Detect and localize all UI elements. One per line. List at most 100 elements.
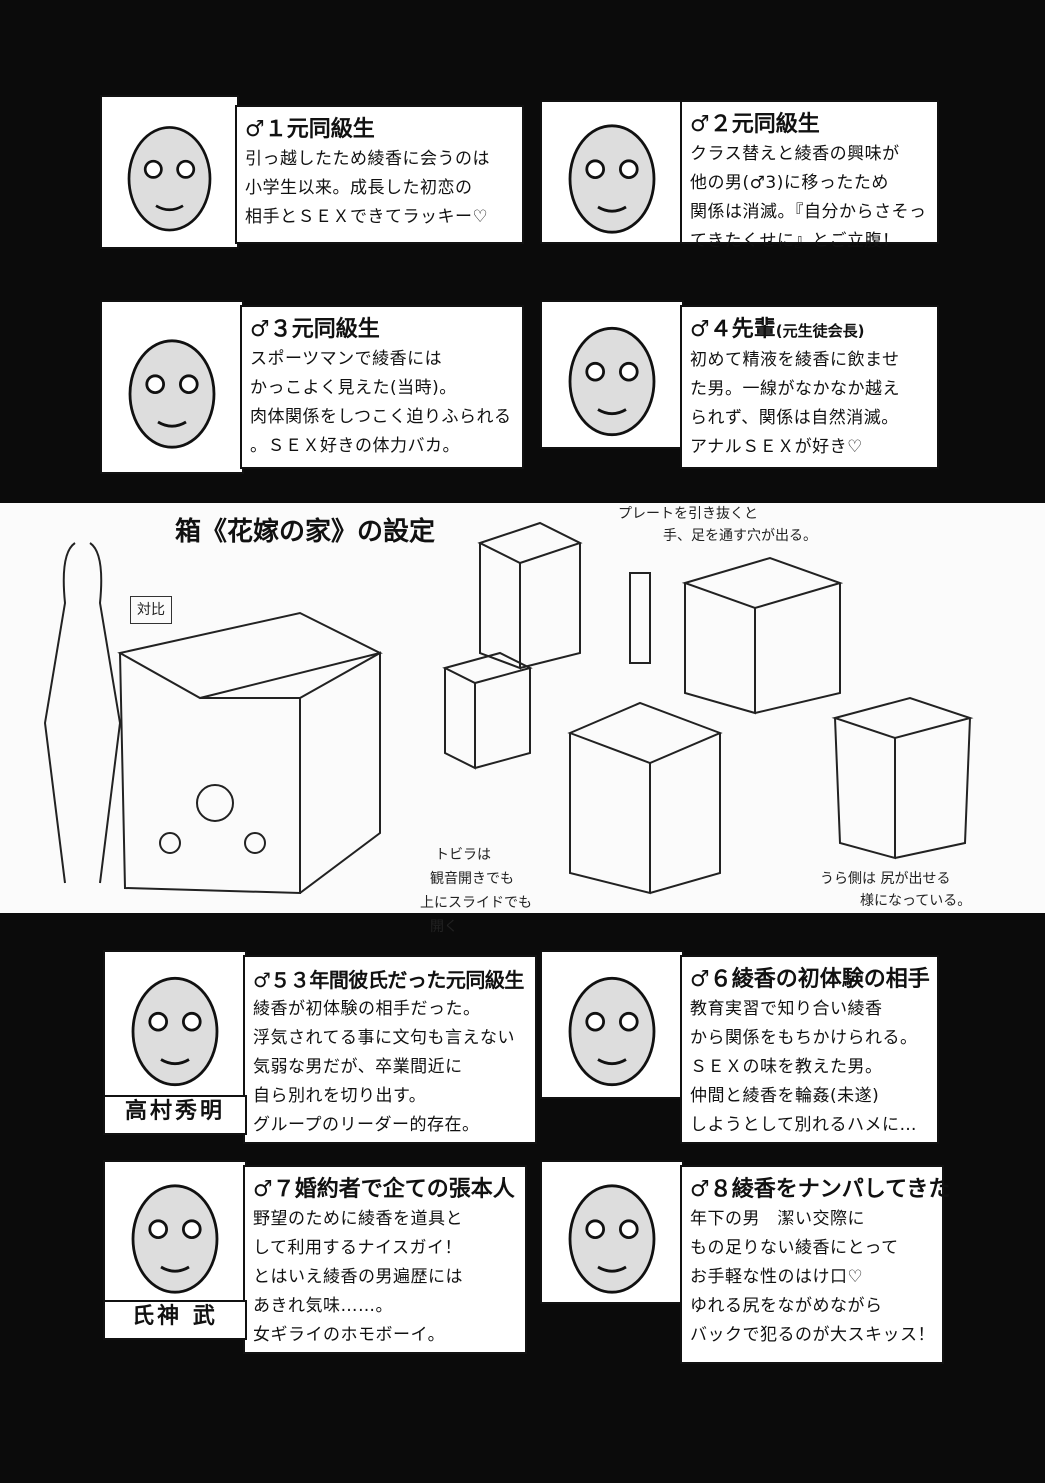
description-line: グループのリーダー的存在。	[253, 1115, 480, 1135]
box-back-sketch	[831, 696, 974, 860]
description-line: 肉体関係をしつこく迫りふられる	[250, 407, 512, 427]
box-plate-sketch	[681, 556, 844, 715]
description-line: 浮気されてる事に文句も言えない	[253, 1028, 515, 1048]
card-text: ♂３元同級生スポーツマンで綾香にはかっこよく見えた(当時)。肉体関係をしつこく迫…	[250, 315, 511, 461]
card-text: ♂５３年間彼氏だった元同級生綾香が初体験の相手だった。浮気されてる事に文句も言え…	[253, 965, 524, 1140]
description-line: もの足りない綾香にとって	[690, 1238, 899, 1258]
description-line: てきたくせに』とご立腹！	[690, 231, 900, 251]
character-card-3: ♂３元同級生スポーツマンで綾香にはかっこよく見えた(当時)。肉体関係をしつこく迫…	[240, 305, 524, 469]
character-name-label: 氏神 武	[103, 1300, 247, 1340]
box-small-sketch	[442, 651, 533, 770]
character-portrait	[540, 300, 684, 449]
note-line: 様になっている。	[860, 893, 972, 909]
description-line: 綾香が初体験の相手だった。	[253, 999, 481, 1019]
character-title: ♂３元同級生	[250, 315, 511, 345]
description-line: 年下の男 潔い交際に	[690, 1209, 865, 1229]
description-line: とはいえ綾香の男遍歴には	[253, 1267, 463, 1287]
face-illustration	[568, 124, 656, 234]
description-line: アナルＳＥＸが好き♡	[690, 437, 863, 457]
character-title-text: ♂６綾香の初体験の相手	[690, 967, 930, 992]
face-illustration	[568, 1184, 656, 1294]
character-title: ♂２元同級生	[690, 110, 927, 140]
note-line: 観音開きでも	[430, 871, 514, 887]
description-line: 。ＳＥＸ好きの体力バカ。	[250, 436, 460, 456]
description-line: スポーツマンで綾香には	[250, 349, 443, 369]
card-text: ♂４先輩(元生徒会長) 初めて精液を綾香に飲ませた男。一線がなかなか越えられず、関…	[690, 315, 900, 462]
description-line: 小学生以来。成長した初恋の	[245, 178, 473, 198]
character-card-8: ♂８綾香をナンパしてきた年下の男 潔い交際にもの足りない綾香にとってお手軽な性の…	[680, 1165, 950, 1364]
character-title: ♂４先輩(元生徒会長)	[690, 315, 900, 346]
face-illustration	[131, 1184, 219, 1294]
character-card-7: ♂７婚約者で企ての張本人野望のために綾香を道具として利用するナイスガイ！ とはいえ…	[243, 1165, 527, 1354]
character-title: ♂７婚約者で企ての張本人	[253, 1175, 515, 1205]
note-line: 手、足を通す穴が出る。	[663, 528, 817, 544]
character-title-text: ♂５３年間彼氏だった元同級生	[253, 968, 524, 992]
character-title-text: ♂８綾香をナンパしてきた	[690, 1177, 951, 1202]
character-portrait	[540, 100, 684, 244]
character-title-sub: (元生徒会長)	[775, 322, 865, 340]
note-door: トビラは 観音開きでも 上にスライドでも 開く	[420, 843, 532, 939]
description-line: 引っ越したため綾香に会うのは	[245, 149, 490, 169]
note-back: うら側は 尻が出せる 様になっている。	[820, 868, 971, 912]
description-line: 女ギライのホモボーイ。	[253, 1325, 446, 1345]
character-portrait	[103, 950, 247, 1099]
character-title-text: ♂７婚約者で企ての張本人	[253, 1177, 515, 1202]
description-line: 関係は消滅。『自分からさそっ	[690, 202, 927, 222]
character-title: ♂６綾香の初体験の相手	[690, 965, 930, 995]
character-name-label: 高村秀明	[103, 1095, 247, 1135]
face-illustration	[127, 126, 212, 232]
description-line: ゆれる尻をながめながら	[690, 1296, 883, 1316]
description-line: 野望のために綾香を道具と	[253, 1209, 463, 1229]
box-settings-section: 箱《花嫁の家》の設定 対比 プレートを引き抜くと 手、足を通す穴が出る。 トビラ…	[0, 503, 1045, 935]
description-line: して利用するナイスガイ！	[253, 1238, 462, 1258]
description-line: かっこよく見えた(当時)。	[250, 378, 457, 398]
face-illustration	[128, 339, 216, 449]
character-title: ♂１元同級生	[245, 115, 490, 145]
card-text: ♂６綾香の初体験の相手教育実習で知り合い綾香から関係をもちかけられる。 ＳＥＸの味…	[690, 965, 930, 1140]
character-portrait	[540, 1160, 684, 1304]
character-title: ♂５３年間彼氏だった元同級生	[253, 965, 524, 995]
note-line: プレートを引き抜くと	[618, 506, 758, 522]
character-title: ♂８綾香をナンパしてきた	[690, 1175, 950, 1205]
description-line: 初めて精液を綾香に飲ませ	[690, 350, 900, 370]
description-line: しようとして別れるハメに…	[690, 1115, 917, 1135]
character-card-1: ♂１元同級生引っ越したため綾香に会うのは小学生以来。成長した初恋の相手とＳＥＸで…	[235, 105, 524, 244]
note-line: 開く	[430, 919, 458, 935]
box-sketches	[43, 521, 974, 895]
character-title-text: ♂１元同級生	[245, 117, 375, 142]
note-line: 上にスライドでも	[420, 895, 532, 911]
compare-label: 対比	[130, 596, 172, 624]
character-portrait	[100, 300, 244, 474]
face-illustration	[568, 976, 656, 1087]
description-line: られず、関係は自然消滅。	[690, 408, 899, 428]
description-line: 相手とＳＥＸできてラッキー♡	[245, 207, 489, 227]
note-line: トビラは	[435, 847, 491, 863]
note-line: うら側は 尻が出せる	[820, 871, 951, 887]
card-text: ♂７婚約者で企ての張本人野望のために綾香を道具として利用するナイスガイ！ とはいえ…	[253, 1175, 515, 1350]
description-line: クラス替えと綾香の興味が	[690, 144, 900, 164]
description-line: た男。一線がなかなか越え	[690, 379, 900, 399]
character-portrait	[103, 1160, 247, 1304]
character-card-4: ♂４先輩(元生徒会長) 初めて精液を綾香に飲ませた男。一線がなかなか越えられず、関…	[680, 305, 939, 469]
card-text: ♂２元同級生クラス替えと綾香の興味が他の男(♂3)に移ったため関係は消滅。『自分…	[690, 110, 927, 256]
card-text: ♂８綾香をナンパしてきた年下の男 潔い交際にもの足りない綾香にとってお手軽な性の…	[690, 1175, 950, 1350]
description-line: 自ら別れを切り出す。	[253, 1086, 427, 1106]
face-illustration	[131, 976, 219, 1087]
description-line: ＳＥＸの味を教えた男。	[690, 1057, 883, 1077]
character-card-6: ♂６綾香の初体験の相手教育実習で知り合い綾香から関係をもちかけられる。 ＳＥＸの味…	[680, 955, 939, 1144]
box-leg-sketch	[567, 572, 723, 895]
character-title-text: ♂３元同級生	[250, 317, 380, 342]
character-title-text: ♂２元同級生	[690, 112, 820, 137]
note-plate: プレートを引き抜くと 手、足を通す穴が出る。	[618, 503, 817, 547]
description-line: お手軽な性のはけ口♡	[690, 1267, 864, 1287]
card-text: ♂１元同級生引っ越したため綾香に会うのは小学生以来。成長した初恋の相手とＳＥＸで…	[245, 115, 490, 232]
description-line: 教育実習で知り合い綾香	[690, 999, 883, 1019]
character-title-text: ♂４先輩	[690, 317, 776, 342]
face-illustration	[568, 326, 656, 437]
description-line: 仲間と綾香を輪姦(未遂)	[690, 1086, 880, 1106]
character-card-5: ♂５３年間彼氏だった元同級生綾香が初体験の相手だった。浮気されてる事に文句も言え…	[243, 955, 537, 1144]
figure-outline	[43, 542, 122, 884]
description-line: から関係をもちかけられる。	[690, 1028, 918, 1048]
character-portrait	[100, 95, 239, 249]
